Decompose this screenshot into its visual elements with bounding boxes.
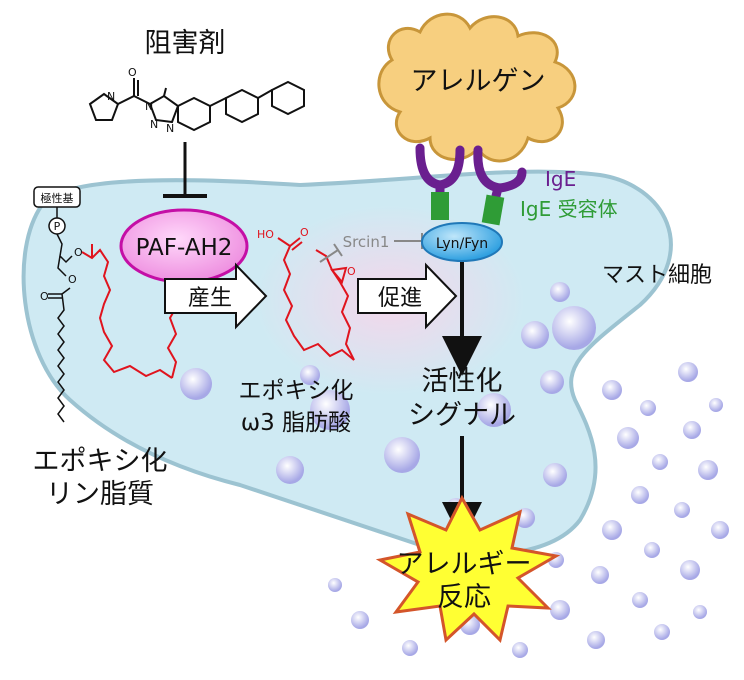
lyn-fyn-kinase[interactable] <box>421 222 503 262</box>
srcin1-label: Srcin1 <box>343 233 390 251</box>
epoxy-fa-label-2: ω3 脂肪酸 <box>241 410 351 436</box>
allergen-label: アレルゲン <box>411 66 546 97</box>
epoxy-lipid-label-1: エポキシ化 <box>33 446 168 477</box>
inhibitor-atom-o: O <box>128 66 137 79</box>
signal-label-2: シグナル <box>408 400 516 431</box>
ige-antibody-left <box>415 143 465 197</box>
inhibitor-atom-n2: N <box>145 100 153 113</box>
signal-label-1: 活性化 <box>422 366 503 397</box>
inhibitor-atom-n3: N <box>150 118 158 131</box>
produce-label: 産生 <box>188 286 232 311</box>
reaction-label-1: アレルギー <box>397 549 532 580</box>
epoxy-lipid-label-2: リン脂質 <box>46 479 154 510</box>
ige-label: IgE <box>545 167 576 191</box>
epoxy-phospholipid-structure: O O O O <box>33 186 189 423</box>
inhibitor-molecule <box>88 78 305 132</box>
acyl-o-label: O <box>40 290 49 303</box>
epoxy-fatty-acid-structure <box>277 237 355 361</box>
ige-antibody-right <box>473 145 527 201</box>
inhibitor-label: 阻害剤 <box>145 28 226 59</box>
phosphate-label: P <box>54 220 61 233</box>
fatty-acid-carbonyl-o: O <box>300 226 309 239</box>
ige-receptor-left <box>431 192 449 220</box>
inhibitor-atom-n4: N <box>166 122 174 135</box>
allergy-starburst <box>375 494 561 643</box>
lyn-fyn-label: Lyn/Fyn <box>436 236 488 252</box>
ige-receptor-label: IgE 受容体 <box>520 197 618 221</box>
inhibitor-atom-n1: N <box>107 90 115 103</box>
produce-arrow <box>164 262 268 330</box>
fatty-acid-epoxide-o: O <box>347 265 356 278</box>
sn2-o-label: O <box>74 246 83 259</box>
fatty-acid-srcin-bar <box>333 243 343 257</box>
granules-inside <box>180 282 596 528</box>
promote-arrow <box>357 262 458 330</box>
epoxy-fa-label-1: エポキシ化 <box>239 378 354 404</box>
promote-label: 促進 <box>378 286 422 311</box>
ige-receptor-right <box>481 194 505 226</box>
granules-released <box>328 362 729 658</box>
reaction-label-2: 反応 <box>437 582 491 613</box>
mast-cell-label: マスト細胞 <box>602 263 712 288</box>
polar-head-label: 極性基 <box>41 191 74 205</box>
allergen-blob[interactable] <box>377 12 577 163</box>
fatty-acid-ho: HO <box>257 228 274 241</box>
paf-ah2-label: PAF-AH2 <box>136 235 233 261</box>
fatty-acid-srcin-inhibition <box>319 249 339 263</box>
ester-o-label: O <box>68 273 77 286</box>
